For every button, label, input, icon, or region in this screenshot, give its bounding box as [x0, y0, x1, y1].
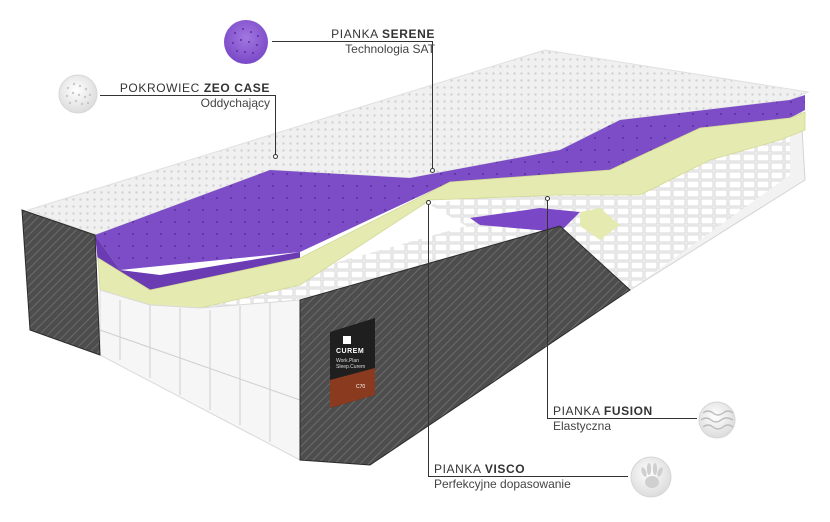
zeo-leader-h: [100, 95, 275, 96]
serene-insert: [470, 208, 580, 232]
fusion-label: PIANKA FUSION Elastyczna: [553, 404, 653, 434]
fusion-name: FUSION: [603, 404, 653, 418]
serene-desc: Technologia SAT: [345, 42, 435, 56]
zeo-leader-v: [275, 95, 276, 156]
zeo-marker: [273, 154, 278, 159]
serene-name: SERENE: [382, 27, 435, 41]
serene-label: PIANKA SERENE Technologia SAT: [331, 27, 435, 57]
serene-prefix: PIANKA: [331, 27, 383, 41]
brand-line1: Work.Plan: [336, 358, 359, 364]
fabric-swatch-icon: [58, 74, 98, 114]
visco-name: VISCO: [484, 462, 526, 476]
mattress-core-left: [185, 225, 560, 320]
hand-imprint-swatch-icon: [630, 456, 672, 498]
fusion-leader-v: [547, 200, 548, 418]
serene-marker: [430, 168, 435, 173]
fusion-marker: [545, 196, 550, 201]
visco-insert: [580, 208, 620, 240]
zeo-label: POKROWIEC ZEO CASE Oddychający: [120, 81, 270, 111]
left-mesh-side: [21, 209, 101, 356]
visco-label: PIANKA VISCO Perfekcyjne dopasowanie: [434, 462, 571, 492]
zeo-desc: Oddychający: [200, 96, 270, 110]
mattress-core-right: [430, 130, 790, 290]
visco-leader-h: [428, 476, 628, 477]
serene-layer: [95, 95, 805, 270]
serene-layer-front: [95, 235, 300, 290]
serene-leader-v: [432, 41, 433, 170]
brand-logo: CUREM: [336, 348, 365, 355]
fusion-desc: Elastyczna: [553, 419, 612, 433]
purple-foam-swatch-icon: [224, 20, 268, 64]
brand-tag: [330, 318, 375, 408]
visco-prefix: PIANKA: [434, 462, 485, 476]
visco-desc: Perfekcyjne dopasowanie: [434, 477, 571, 491]
fusion-leader-h: [547, 418, 697, 419]
zeo-prefix: POKROWIEC: [119, 81, 204, 95]
fusion-prefix: PIANKA: [553, 404, 604, 418]
brand-line2: Sleep.Curem: [336, 364, 366, 370]
visco-marker: [426, 200, 431, 205]
zeo-name: ZEO CASE: [203, 81, 270, 95]
brand-model: C70: [356, 384, 366, 390]
visco-leader-v: [428, 204, 429, 476]
wave-foam-swatch-icon: [698, 401, 736, 439]
serene-leader-h: [272, 41, 432, 42]
